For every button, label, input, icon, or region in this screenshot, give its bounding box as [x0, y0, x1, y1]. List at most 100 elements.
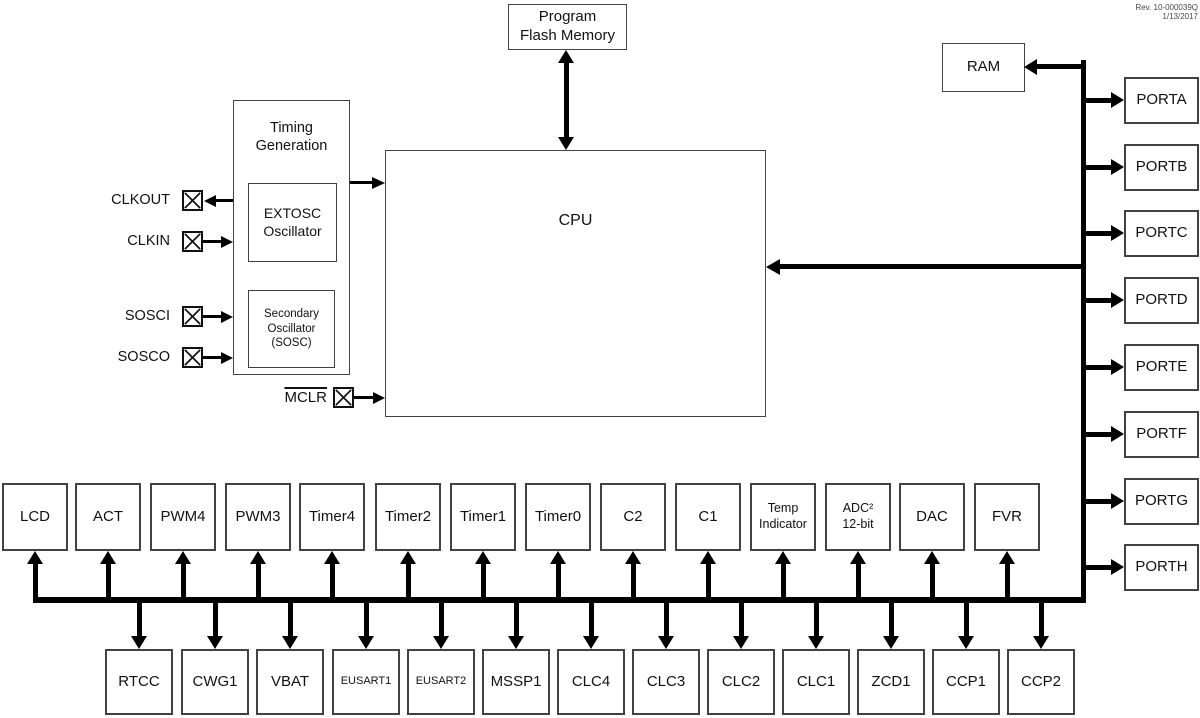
bus-down-arrowhead-icon-ccp1	[958, 636, 974, 649]
bus-up-arrow-shaft-timer0	[555, 562, 561, 600]
clkout-pin-icon	[182, 190, 203, 211]
port-box-porth: PORTH	[1124, 543, 1199, 591]
bus-down-arrow-shaft-ccp1	[963, 601, 969, 637]
bus-down-arrow-shaft-clc1	[813, 601, 819, 637]
bus-up-arrowhead-icon-c1	[700, 551, 716, 564]
bus-up-arrowhead-icon-timer4	[324, 551, 340, 564]
sosci-arrow-shaft	[203, 315, 221, 318]
bus-up-arrowhead-icon-c2	[625, 551, 641, 564]
bus-down-arrow-shaft-clc4	[588, 601, 594, 637]
sosci-arrowhead-right-icon	[221, 310, 233, 323]
bus-up-arrowhead-icon-timer1	[475, 551, 491, 564]
port-box-portf: PORTF	[1124, 410, 1199, 458]
bus-down-arrowhead-icon-ccp2	[1033, 636, 1049, 649]
port-box-porta: PORTA	[1124, 76, 1199, 124]
peripheral-box-pwm4: PWM4	[150, 483, 216, 551]
peripheral-box-eusart1: EUSART1	[332, 649, 400, 715]
cpu-label: CPU	[558, 212, 593, 229]
bus-down-arrow-shaft-rtcc	[136, 601, 142, 637]
bus-down-arrow-shaft-cwg1	[212, 601, 218, 637]
flash-cpu-arrowhead-down-icon	[558, 137, 574, 150]
bus-down-arrow-shaft-zcd1	[888, 601, 894, 637]
bus-down-arrowhead-icon-clc2	[733, 636, 749, 649]
bus-down-arrowhead-icon-vbat	[282, 636, 298, 649]
bus-cpu-arrow-shaft	[780, 264, 1086, 269]
port-box-portb: PORTB	[1124, 143, 1199, 191]
timing-cpu-arrowhead-right-icon	[372, 176, 385, 189]
clkin-pin-label: CLKIN	[127, 233, 170, 249]
peripheral-box-lcd: LCD	[2, 483, 68, 551]
peripheral-box-timer4: Timer4	[299, 483, 365, 551]
port-box-portg: PORTG	[1124, 477, 1199, 525]
peripheral-box-temp-indicator: Temp Indicator	[750, 483, 816, 551]
port-arrowhead-right-icon-portg	[1111, 493, 1124, 509]
port-arrow-shaft-portf	[1082, 431, 1111, 437]
right-vertical-bus	[1081, 60, 1086, 603]
sosco-pin-icon	[182, 347, 203, 368]
bus-down-arrow-shaft-clc2	[738, 601, 744, 637]
flash-cpu-arrow-shaft	[564, 60, 569, 140]
bus-up-arrow-shaft-c2	[630, 562, 636, 600]
peripheral-box-mssp1: MSSP1	[482, 649, 550, 715]
extosc-oscillator-box: EXTOSC Oscillator	[248, 183, 337, 262]
bus-up-arrowhead-icon-act	[100, 551, 116, 564]
bus-up-arrow-shaft-dac	[929, 562, 935, 600]
mclr-pin-label: MCLR	[284, 389, 327, 406]
revision-text: Rev. 10-000039Q 1/13/2017	[1135, 3, 1198, 21]
port-arrowhead-right-icon-portc	[1111, 225, 1124, 241]
bus-down-arrowhead-icon-mssp1	[508, 636, 524, 649]
secondary-oscillator-box: Secondary Oscillator (SOSC)	[248, 290, 335, 368]
port-arrow-shaft-porte	[1082, 364, 1111, 370]
bus-down-arrow-shaft-clc3	[663, 601, 669, 637]
bus-up-arrow-shaft-lcd	[32, 562, 38, 600]
port-arrowhead-right-icon-porth	[1111, 559, 1124, 575]
peripheral-box-clc1: CLC1	[782, 649, 850, 715]
port-arrowhead-right-icon-porte	[1111, 359, 1124, 375]
bus-down-arrowhead-icon-eusart2	[433, 636, 449, 649]
port-arrow-shaft-porth	[1082, 564, 1111, 570]
bus-up-arrow-shaft-timer2	[405, 562, 411, 600]
sosco-arrowhead-right-icon	[221, 351, 233, 364]
bus-up-arrow-shaft-timer4	[329, 562, 335, 600]
peripheral-box-timer0: Timer0	[525, 483, 591, 551]
bus-up-arrow-shaft-adc-12-bit	[855, 562, 861, 600]
bus-up-arrow-shaft-pwm4	[180, 562, 186, 600]
peripheral-box-c2: C2	[600, 483, 666, 551]
bottom-horizontal-bus	[33, 597, 1086, 603]
peripheral-box-cwg1: CWG1	[181, 649, 249, 715]
port-box-portd: PORTD	[1124, 276, 1199, 324]
clkout-pin-label: CLKOUT	[111, 192, 170, 208]
port-arrowhead-right-icon-portd	[1111, 292, 1124, 308]
bus-down-arrowhead-icon-clc4	[583, 636, 599, 649]
peripheral-box-eusart2: EUSART2	[407, 649, 475, 715]
bus-down-arrowhead-icon-rtcc	[131, 636, 147, 649]
port-arrowhead-right-icon-portb	[1111, 159, 1124, 175]
bus-up-arrow-shaft-pwm3	[255, 562, 261, 600]
bus-up-arrowhead-icon-timer2	[400, 551, 416, 564]
clkin-arrowhead-right-icon	[221, 235, 233, 248]
mclr-arrowhead-right-icon	[373, 391, 385, 404]
peripheral-box-timer1: Timer1	[450, 483, 516, 551]
ram-box: RAM	[942, 43, 1025, 92]
port-box-porte: PORTE	[1124, 343, 1199, 391]
clkout-arrowhead-left-icon	[204, 194, 216, 207]
program-flash-memory-box: Program Flash Memory	[508, 4, 627, 50]
bus-up-arrow-shaft-c1	[705, 562, 711, 600]
cpu-box: CPU	[385, 150, 766, 417]
port-arrow-shaft-portd	[1082, 297, 1111, 303]
timing-generation-label: Timing Generation	[255, 120, 328, 155]
bus-up-arrowhead-icon-lcd	[27, 551, 43, 564]
bus-up-arrowhead-icon-temp-indicator	[775, 551, 791, 564]
port-arrowhead-right-icon-porta	[1111, 92, 1124, 108]
bus-up-arrow-shaft-act	[105, 562, 111, 600]
bus-up-arrow-shaft-fvr	[1004, 562, 1010, 600]
peripheral-box-dac: DAC	[899, 483, 965, 551]
clkout-arrow-shaft	[215, 199, 233, 202]
peripheral-box-pwm3: PWM3	[225, 483, 291, 551]
bus-down-arrowhead-icon-clc1	[808, 636, 824, 649]
port-arrow-shaft-portc	[1082, 230, 1111, 236]
clkin-arrow-shaft	[203, 240, 221, 243]
peripheral-box-act: ACT	[75, 483, 141, 551]
timing-cpu-arrow-shaft	[350, 181, 373, 184]
